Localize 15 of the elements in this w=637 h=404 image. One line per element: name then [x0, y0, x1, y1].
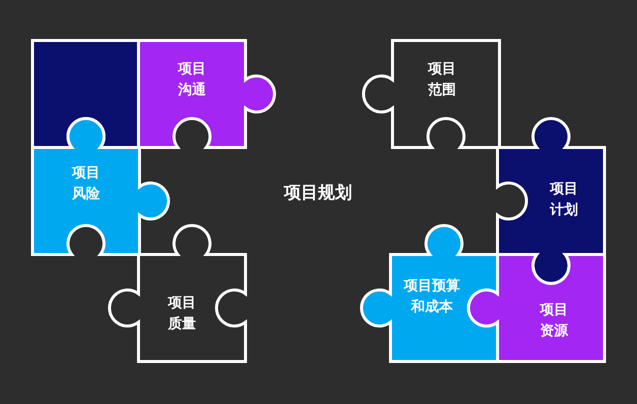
piece-label: 项目沟通	[177, 60, 207, 100]
puzzle-piece	[496, 116, 606, 284]
puzzle-piece	[108, 224, 246, 362]
piece-label: 项目范围	[427, 60, 457, 100]
puzzle-piece	[136, 38, 276, 148]
puzzle-piece	[360, 224, 498, 362]
piece-label: 项目计划	[549, 180, 579, 220]
piece-label: 项目风险	[71, 164, 101, 204]
puzzle-piece	[466, 252, 606, 362]
puzzle-piece	[30, 116, 170, 256]
diagram-title: 项目规划	[282, 182, 353, 204]
piece-label: 项目质量	[167, 294, 197, 334]
puzzle-piece	[362, 38, 500, 148]
piece-label: 项目资源	[539, 301, 569, 341]
piece-label: 项目预算和成本	[402, 277, 461, 317]
